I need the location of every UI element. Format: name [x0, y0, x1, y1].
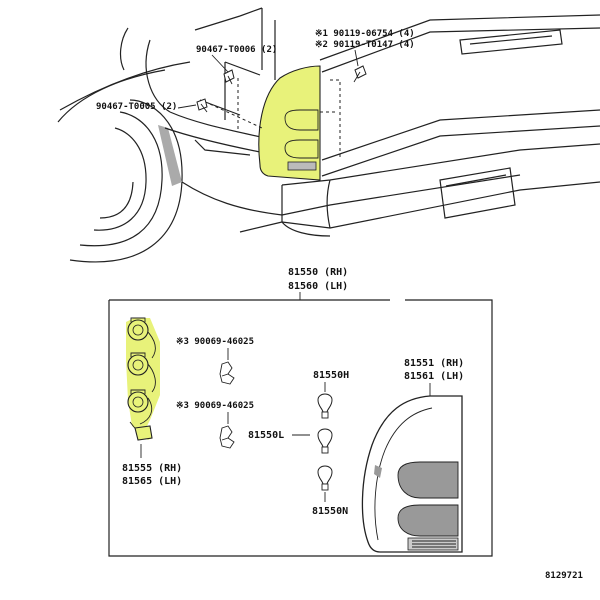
footer-code: 8129721 [545, 571, 583, 581]
screw-icon [223, 69, 235, 85]
label-lens-lh: 81561 (LH) [404, 371, 464, 382]
tail-lamp-installed [258, 65, 321, 181]
bulb-socket-icon [127, 317, 149, 341]
label-screw-upper: 90467-T0006 (2) [196, 45, 277, 55]
bulb-icon [317, 428, 333, 454]
bulb-icon [317, 393, 333, 419]
screw-icon [196, 98, 208, 113]
bulb-socket-icon [127, 389, 149, 413]
label-screw-lower: 90467-T0005 (2) [96, 102, 177, 112]
connector-icon [134, 425, 153, 441]
label-screw-r2: ※2 90119-T0147 (4) [315, 40, 415, 50]
label-harness-rh: 81555 (RH) [122, 463, 182, 474]
label-lens-rh: 81551 (RH) [404, 358, 464, 369]
socket-clip-icon [219, 361, 235, 385]
screw-icon [353, 65, 367, 83]
socket-clip-icon [219, 425, 235, 449]
label-bulb-l: 81550L [248, 430, 284, 441]
bulb-socket-icon [127, 352, 149, 376]
label-socket-note-1: ※3 90069-46025 [176, 337, 254, 347]
label-screw-r1: ※1 90119-06754 (4) [315, 29, 415, 39]
tail-lamp-lens [361, 395, 463, 553]
label-socket-note-2: ※3 90069-46025 [176, 401, 254, 411]
label-bulb-n: 81550N [312, 506, 348, 517]
bulb-icon [317, 465, 333, 491]
wiring-harness [126, 317, 160, 441]
label-assembly-lh: 81560 (LH) [288, 281, 348, 292]
label-bulb-h: 81550H [313, 370, 349, 381]
label-assembly-rh: 81550 (RH) [288, 267, 348, 278]
label-harness-lh: 81565 (LH) [122, 476, 182, 487]
vehicle-rear-view [57, 7, 600, 263]
parts-box [108, 299, 493, 557]
